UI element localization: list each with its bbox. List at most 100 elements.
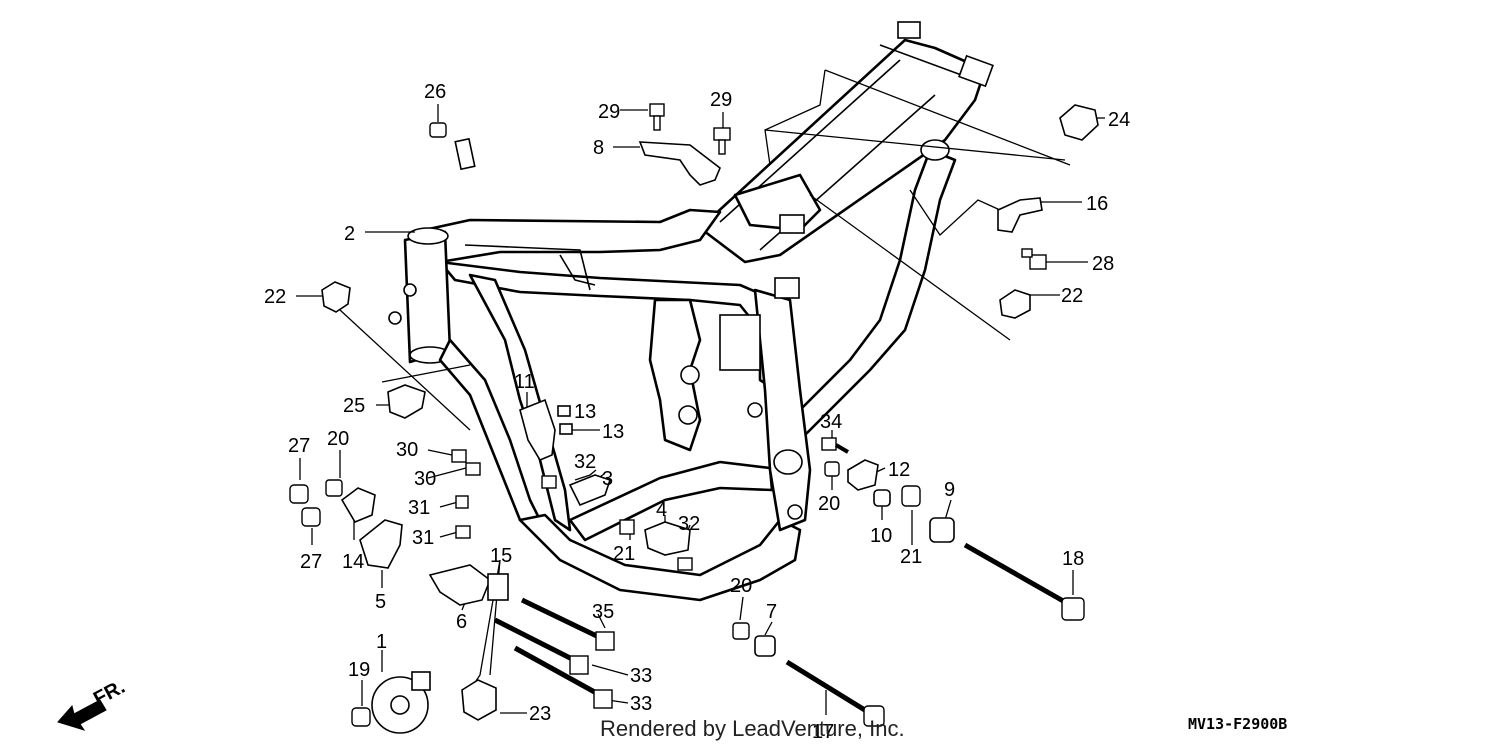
bolt-34-shank	[834, 443, 850, 454]
callout-30-lower: 30	[414, 468, 436, 490]
nut-21-right	[901, 485, 921, 507]
engine-mount-plate	[719, 314, 761, 371]
bolt-32-lower	[677, 557, 693, 571]
bolt-32-upper	[541, 475, 557, 489]
callout-33-lower: 33	[630, 693, 652, 715]
bracket-8	[638, 141, 721, 186]
bolt-30-lower	[465, 462, 481, 476]
bolt-33-upper-head	[569, 655, 589, 675]
main-frame	[388, 21, 994, 602]
steering-head	[403, 230, 452, 364]
main-spar-crossbar	[464, 244, 596, 291]
plate-26	[454, 137, 476, 171]
callout-20-mid: 20	[818, 493, 840, 515]
bolt-35-shaft	[520, 597, 607, 643]
bolt-18-head	[1061, 597, 1085, 621]
nut-27-lower	[301, 507, 321, 527]
callout-27-lower: 27	[300, 551, 322, 573]
callout-14: 14	[342, 551, 364, 573]
bolt-26	[429, 122, 447, 138]
bolt-34	[821, 437, 837, 451]
collar-10	[873, 489, 891, 507]
diagram-code: MV13-F2900B	[1188, 715, 1288, 733]
bracket-11	[519, 398, 556, 462]
nut-19	[351, 707, 371, 727]
clamp-22-left	[321, 281, 351, 313]
loose-parts	[289, 103, 1099, 734]
callout-27-upper: 27	[288, 435, 310, 457]
pivot-hole-upper	[680, 365, 700, 385]
nut-20-mid	[824, 461, 840, 477]
main-spar-upper	[413, 208, 722, 264]
callout-1: 1	[376, 631, 387, 653]
bolt-29-right	[713, 127, 731, 141]
callout-20-lower: 20	[730, 575, 752, 597]
callout-12: 12	[888, 459, 910, 481]
callout-25: 25	[343, 395, 365, 417]
callout-33-upper: 33	[630, 665, 652, 687]
nut-20-left	[325, 479, 343, 497]
swingarm-pivot-boss	[773, 449, 803, 475]
swingarm-pivot-section	[753, 288, 812, 532]
bolt-31-lower	[455, 525, 471, 539]
callout-13-lower: 13	[602, 421, 624, 443]
down-tube-rear	[468, 273, 572, 532]
bracket-5	[359, 519, 403, 569]
collar-7	[754, 635, 776, 657]
rear-tail-bracket	[958, 54, 994, 88]
bolt-31-upper	[455, 495, 469, 509]
callout-2: 2	[344, 223, 355, 245]
bracket-3	[568, 474, 612, 507]
down-tube-front	[438, 338, 547, 532]
nut-20-lower	[732, 622, 750, 640]
callout-19: 19	[348, 659, 370, 681]
callout-22-right: 22	[1061, 285, 1083, 307]
clamp-24	[1059, 104, 1099, 141]
watermark-text: Rendered by LeadVenture, Inc.	[600, 716, 905, 741]
callout-30-upper: 30	[396, 439, 418, 461]
bolt-29-left	[649, 103, 665, 117]
bracket-4	[644, 521, 691, 556]
callout-26: 26	[424, 81, 446, 103]
clamp-23	[461, 679, 497, 721]
bolt-17-head	[863, 705, 885, 727]
callout-5: 5	[375, 591, 386, 613]
bolt-29-left-shank	[653, 115, 661, 131]
callout-17: 17	[812, 721, 834, 743]
callout-11: 11	[514, 371, 535, 393]
callout-labels: 1 2 3 4 5 6 7 8 9 10 11 12 13 13 14 15 1…	[264, 81, 1130, 743]
callout-9: 9	[944, 479, 955, 501]
bolt-35-head	[595, 631, 615, 651]
callout-35: 35	[592, 601, 614, 623]
bolt-33-lower-shaft	[513, 645, 602, 698]
bracket-6	[428, 564, 491, 606]
callout-8: 8	[593, 137, 604, 159]
callout-13-upper: 13	[574, 401, 596, 423]
bolt-29-right-shank	[718, 139, 726, 155]
horn-1-bracket	[411, 671, 431, 691]
bracket-16	[997, 197, 1043, 233]
clamp-22-right	[999, 289, 1031, 319]
bolt-18-shaft	[963, 542, 1067, 605]
rear-cross-bracket	[774, 277, 800, 299]
bolt-33-upper-shaft	[493, 617, 580, 665]
bracket-12	[847, 459, 879, 491]
callout-29-right: 29	[710, 89, 732, 111]
horn-1-center	[390, 695, 410, 715]
callout-29-left: 29	[598, 101, 620, 123]
callout-21-right: 21	[900, 546, 922, 568]
collar-9	[929, 517, 955, 543]
rear-mount-boss	[920, 139, 950, 161]
callout-7: 7	[766, 601, 777, 623]
grommet-13-lower	[559, 423, 573, 435]
callout-32-upper: 32	[574, 451, 596, 473]
callout-10: 10	[870, 525, 892, 547]
callout-31-upper: 31	[408, 497, 430, 519]
tank-mount-tab	[779, 214, 805, 234]
front-direction-indicator: FR.	[57, 676, 129, 731]
frame-boss-1	[747, 402, 763, 418]
grommet-13-upper	[557, 405, 571, 417]
callout-24: 24	[1108, 109, 1130, 131]
callout-23: 23	[529, 703, 551, 725]
